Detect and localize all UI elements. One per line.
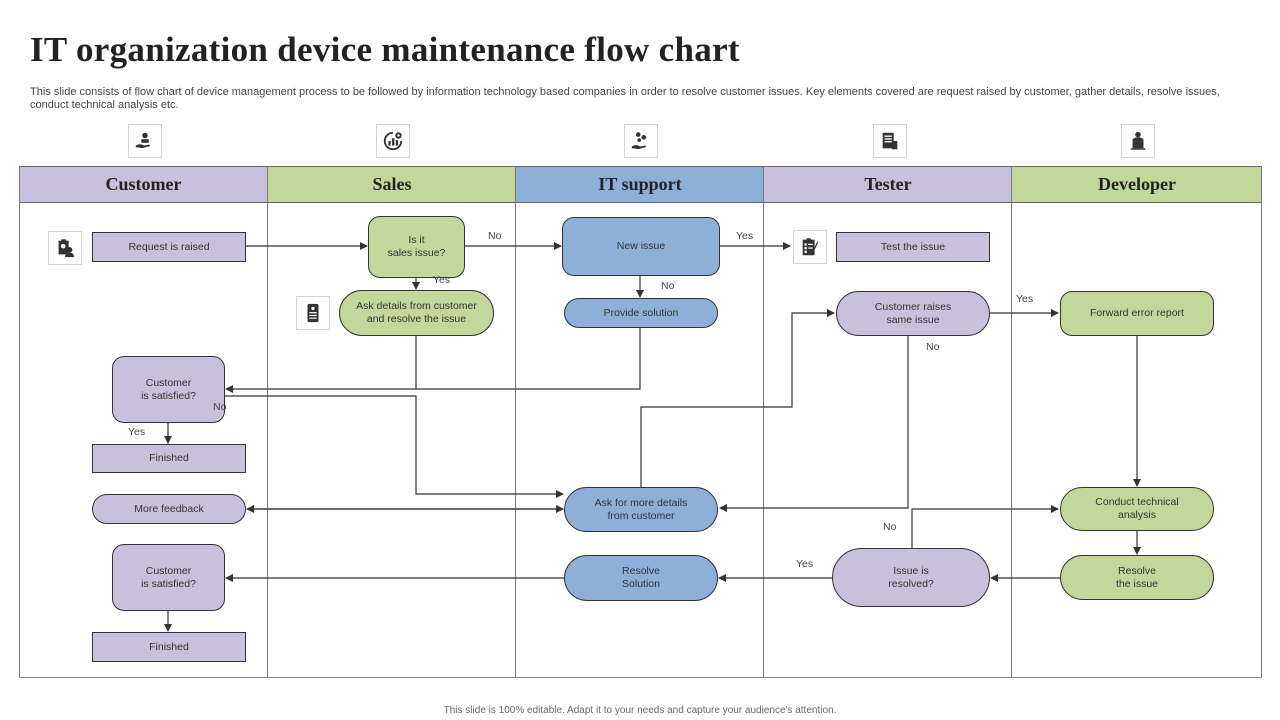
page-title: IT organization device maintenance flow … [30, 30, 740, 69]
lane-divider [1261, 166, 1262, 678]
edge-label-raises-no: No [926, 341, 940, 353]
lane-divider [515, 166, 516, 678]
node-new-issue[interactable]: New issue [562, 217, 720, 276]
lane-divider [267, 166, 268, 678]
node-forward-error[interactable]: Forward error report [1060, 291, 1214, 336]
lane-label: Customer [105, 174, 182, 194]
edge-label-sales-yes: Yes [433, 274, 451, 286]
lane-header-tester: Tester [764, 166, 1012, 203]
page-subtitle: This slide consists of flow chart of dev… [30, 86, 1220, 111]
hand-holding-gears-icon [624, 124, 658, 158]
edge-provide-to-satisfied [225, 328, 641, 393]
lane-divider [19, 166, 20, 678]
node-finished-1[interactable]: Finished [92, 444, 246, 473]
hand-holding-user-icon [128, 124, 162, 158]
node-test-issue[interactable]: Test the issue [836, 232, 990, 262]
edge-resolved-no-to-analysis [911, 505, 1059, 548]
edge-raises-no-to-ask-more [719, 336, 909, 512]
footer-note: This slide is 100% editable. Adapt it to… [443, 705, 837, 716]
node-finished-2[interactable]: Finished [92, 632, 246, 662]
lane-label: Developer [1098, 174, 1176, 194]
documents-stack-icon [873, 124, 907, 158]
node-is-sales-issue[interactable]: Is it sales issue? [368, 216, 465, 278]
node-resolve-issue[interactable]: Resolve the issue [1060, 555, 1214, 600]
id-card-list-icon [296, 296, 330, 330]
edge-label-sales-no: No [488, 230, 502, 242]
edge-label-new-yes: Yes [736, 230, 754, 242]
edge-label-resolved-no: No [883, 521, 897, 533]
edge-label-new-no: No [661, 280, 675, 292]
lane-header-sales: Sales [268, 166, 516, 203]
node-resolve-solution[interactable]: Resolve Solution [564, 555, 718, 601]
node-customer-satisfied-2[interactable]: Customer is satisfied? [112, 544, 225, 611]
developer-laptop-icon [1121, 124, 1155, 158]
table-bottom-border [19, 677, 1262, 678]
edge-label-satisfied-no: No [213, 401, 227, 413]
clipboard-user-icon [48, 231, 82, 265]
edge-label-raises-yes: Yes [1016, 293, 1034, 305]
clipboard-checklist-pen-icon [793, 230, 827, 264]
chart-refresh-gear-icon [376, 124, 410, 158]
lane-divider [763, 166, 764, 678]
node-customer-satisfied-1[interactable]: Customer is satisfied? [112, 356, 225, 423]
node-request-raised[interactable]: Request is raised [92, 232, 246, 262]
edge-satisfied-no-to-ask-more [213, 395, 564, 498]
node-provide-solution[interactable]: Provide solution [564, 298, 718, 328]
lane-label: IT support [598, 174, 682, 194]
node-ask-details[interactable]: Ask details from customer and resolve th… [339, 290, 494, 336]
edge-label-resolved-yes: Yes [796, 558, 814, 570]
lane-label: Sales [372, 174, 412, 194]
node-conduct-analysis[interactable]: Conduct technical analysis [1060, 487, 1214, 531]
lane-header-customer: Customer [19, 166, 268, 203]
node-issue-resolved[interactable]: Issue is resolved? [832, 548, 990, 607]
node-more-feedback[interactable]: More feedback [92, 494, 246, 524]
edge-label-satisfied-yes: Yes [128, 426, 146, 438]
edge-ask-more-to-raises [640, 309, 835, 487]
lane-divider [1011, 166, 1012, 678]
node-customer-raises[interactable]: Customer raises same issue [836, 291, 990, 336]
lane-header-it-support: IT support [516, 166, 764, 203]
lane-label: Tester [864, 174, 912, 194]
lane-header-developer: Developer [1012, 166, 1262, 203]
node-ask-more-details[interactable]: Ask for more details from customer [564, 487, 718, 532]
